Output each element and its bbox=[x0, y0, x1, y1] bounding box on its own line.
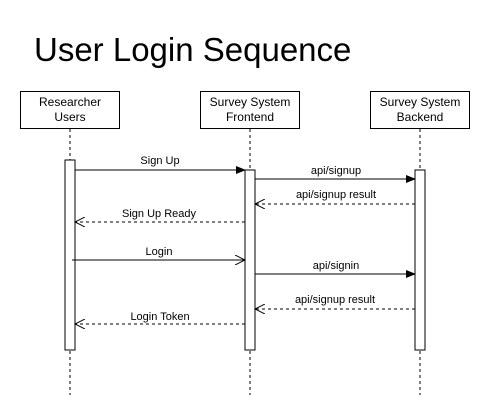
participant-backend: Survey System Backend bbox=[370, 91, 470, 129]
participant-frontend-label: Survey System Frontend bbox=[209, 95, 291, 124]
diagram-title: User Login Sequence bbox=[34, 31, 352, 68]
message-label: api/signup result bbox=[296, 189, 376, 201]
message-label: Sign Up bbox=[140, 155, 179, 167]
participant-frontend: Survey System Frontend bbox=[200, 91, 300, 129]
message-label: Login bbox=[146, 246, 173, 258]
activation-frontend bbox=[244, 169, 256, 351]
message-label: api/signin bbox=[313, 260, 359, 272]
participant-backend-label: Survey System Backend bbox=[379, 95, 461, 124]
message-label: Login Token bbox=[130, 311, 189, 323]
participant-users-label: Researcher Users bbox=[38, 95, 102, 124]
participant-users: Researcher Users bbox=[20, 91, 120, 129]
message-label: api/signup result bbox=[295, 294, 375, 306]
activation-users bbox=[64, 159, 76, 351]
activation-backend bbox=[414, 169, 426, 351]
message-label: api/signup bbox=[311, 165, 361, 177]
message-label: Sign Up Ready bbox=[122, 208, 196, 220]
